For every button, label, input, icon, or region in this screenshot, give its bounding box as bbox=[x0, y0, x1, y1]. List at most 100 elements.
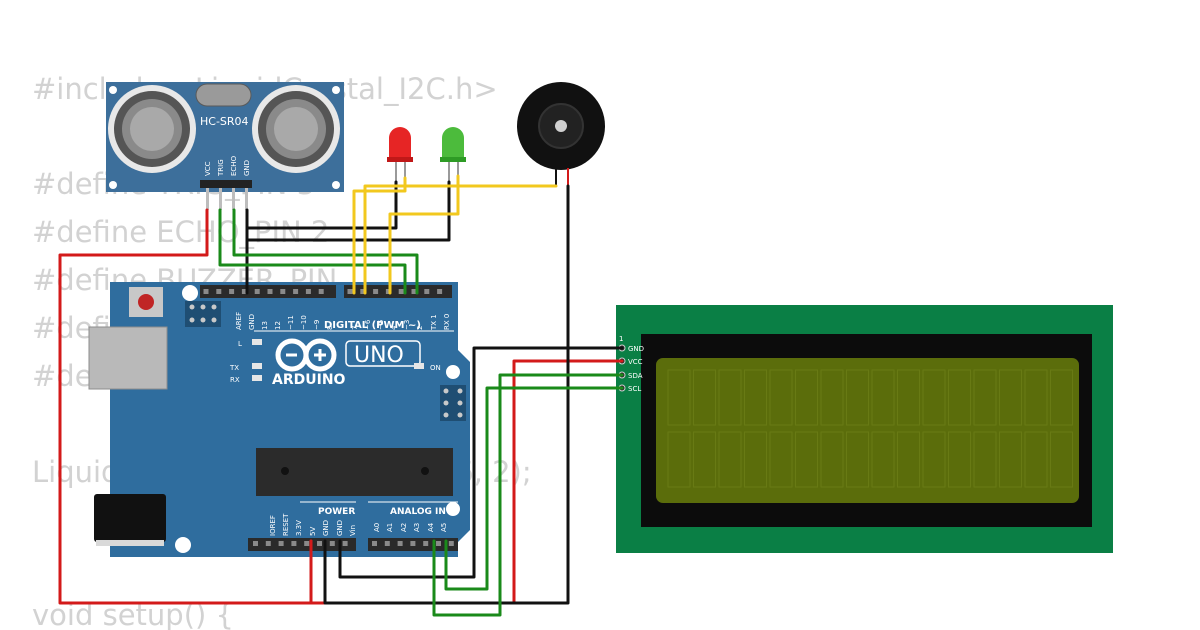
reset-button[interactable] bbox=[138, 294, 154, 310]
wire-sensor-echo-to-pin2[interactable] bbox=[232, 208, 419, 295]
lcd-1602-i2c[interactable]: 1 GND VCC SDA SCL bbox=[616, 305, 1113, 553]
digital-pin-socket[interactable] bbox=[347, 289, 353, 294]
lcd-character-cell bbox=[897, 369, 920, 426]
lcd-character-cell bbox=[1024, 369, 1048, 426]
svg-text:TRIG: TRIG bbox=[217, 159, 225, 177]
mounting-hole-right-bottom bbox=[446, 502, 460, 516]
digital-pin-socket[interactable] bbox=[437, 289, 443, 294]
power-pin-socket[interactable] bbox=[317, 541, 322, 546]
red-led[interactable] bbox=[387, 127, 413, 182]
wire-red-led-to-gnd[interactable] bbox=[245, 180, 398, 230]
digital-pin-socket[interactable] bbox=[216, 289, 222, 294]
code-line-define-echo: #define ECHO_PIN 2 bbox=[32, 215, 329, 249]
sensor-pin-legs bbox=[206, 188, 248, 210]
sensor-transducer-right bbox=[252, 85, 340, 173]
green-led-body bbox=[442, 127, 464, 160]
digital-pin-socket[interactable] bbox=[254, 289, 260, 294]
digital-pin-label: 4 bbox=[390, 325, 398, 330]
digital-pin-socket[interactable] bbox=[318, 289, 324, 294]
digital-pin-label: 8 bbox=[326, 326, 334, 330]
wire-gnd-to-buzzer[interactable] bbox=[323, 184, 570, 605]
analog-pin-socket[interactable] bbox=[384, 541, 390, 546]
sensor-hole-tr bbox=[332, 86, 340, 94]
hc-sr04-sensor[interactable]: HC-SR04 VCC TRIG ECHO GND bbox=[106, 82, 344, 210]
analog-pin-socket[interactable] bbox=[410, 541, 416, 546]
digital-pin-socket[interactable] bbox=[293, 289, 299, 294]
wires bbox=[58, 174, 624, 617]
sensor-pin-header bbox=[200, 180, 252, 188]
analog-pin-socket[interactable] bbox=[448, 541, 454, 546]
power-pin-socket[interactable] bbox=[291, 541, 297, 546]
power-pin-socket[interactable] bbox=[265, 541, 271, 546]
digital-pin-socket[interactable] bbox=[305, 289, 311, 294]
arduino-logo bbox=[275, 338, 337, 372]
digital-pin-socket[interactable] bbox=[203, 289, 209, 294]
digital-pin-socket[interactable] bbox=[398, 289, 404, 294]
svg-text:VCC: VCC bbox=[204, 161, 212, 176]
wire-green-led-to-pin4[interactable] bbox=[388, 174, 460, 295]
led-label-rx: RX bbox=[230, 376, 240, 384]
digital-pin-label: AREF bbox=[235, 312, 243, 330]
usb-port bbox=[88, 326, 168, 390]
digital-pin-label: ~5 bbox=[377, 320, 385, 330]
wire-green-led-to-gnd[interactable] bbox=[245, 180, 451, 242]
wire-sensor-trig-to-pin3[interactable] bbox=[218, 208, 407, 295]
bottom-pin-sockets bbox=[253, 541, 454, 546]
digital-pin-socket[interactable] bbox=[385, 289, 391, 294]
analog-pin-socket[interactable] bbox=[436, 541, 441, 546]
lcd-character-cell bbox=[718, 431, 742, 488]
lcd-character-cell bbox=[871, 431, 895, 488]
analog-pin-socket[interactable] bbox=[372, 541, 377, 546]
lcd-character-cell bbox=[973, 369, 997, 426]
uno-model-label: UNO bbox=[354, 343, 404, 368]
wire-a5-to-lcd-scl[interactable] bbox=[444, 386, 624, 591]
power-pin-socket[interactable] bbox=[253, 541, 258, 546]
lcd-character-cell bbox=[820, 369, 844, 426]
power-pin-socket[interactable] bbox=[278, 541, 284, 546]
digital-pin-socket[interactable] bbox=[360, 289, 366, 294]
digital-pin-label: ~11 bbox=[287, 315, 295, 330]
digital-pin-socket[interactable] bbox=[373, 289, 379, 294]
power-pin-socket[interactable] bbox=[329, 541, 335, 546]
analog-pin-label: A4 bbox=[427, 522, 435, 532]
digital-pin-socket[interactable] bbox=[280, 289, 286, 294]
red-led-rim bbox=[387, 157, 413, 162]
wire-buzzer-to-pin6[interactable] bbox=[363, 184, 558, 295]
wire-a4-to-lcd-sda[interactable] bbox=[432, 373, 624, 617]
wire-gnd-to-lcd-gnd[interactable] bbox=[338, 346, 624, 579]
power-pin-socket[interactable] bbox=[304, 541, 310, 546]
power-pin-label: GND bbox=[322, 520, 330, 536]
power-pin-label: RESET bbox=[282, 513, 290, 536]
analog-pin-label: A0 bbox=[373, 523, 381, 532]
green-led[interactable] bbox=[440, 127, 466, 182]
sensor-transducer-left bbox=[108, 85, 196, 173]
analog-pin-socket[interactable] bbox=[397, 541, 403, 546]
icsp-header-right bbox=[440, 385, 466, 421]
digital-pin-label: ~9 bbox=[313, 320, 321, 330]
lcd-character-cell bbox=[922, 431, 946, 488]
digital-pin-socket[interactable] bbox=[229, 289, 235, 294]
uno-badge-frame bbox=[345, 340, 421, 367]
mounting-hole-right-top bbox=[446, 365, 460, 379]
digital-pin-socket[interactable] bbox=[411, 289, 417, 294]
digital-pin-sockets bbox=[203, 289, 443, 294]
digital-pin-socket[interactable] bbox=[424, 289, 430, 294]
lcd-character-cell bbox=[744, 431, 767, 488]
lcd-character-cell bbox=[999, 369, 1022, 426]
piezo-buzzer[interactable] bbox=[517, 82, 605, 186]
lcd-pin-1-marker: 1 bbox=[619, 335, 623, 343]
digital-pin-label: GND bbox=[248, 314, 256, 330]
digital-pin-label: ~3 bbox=[403, 320, 411, 330]
lcd-character-cell bbox=[846, 369, 869, 426]
lcd-character-cell bbox=[999, 431, 1022, 488]
lcd-character-cell bbox=[1050, 369, 1073, 426]
digital-pin-socket[interactable] bbox=[241, 289, 247, 294]
lcd-character-cell bbox=[693, 369, 716, 426]
power-pin-socket[interactable] bbox=[342, 541, 348, 546]
icsp-header bbox=[185, 301, 221, 327]
digital-pin-socket[interactable] bbox=[267, 289, 273, 294]
analog-pin-socket[interactable] bbox=[423, 541, 429, 546]
